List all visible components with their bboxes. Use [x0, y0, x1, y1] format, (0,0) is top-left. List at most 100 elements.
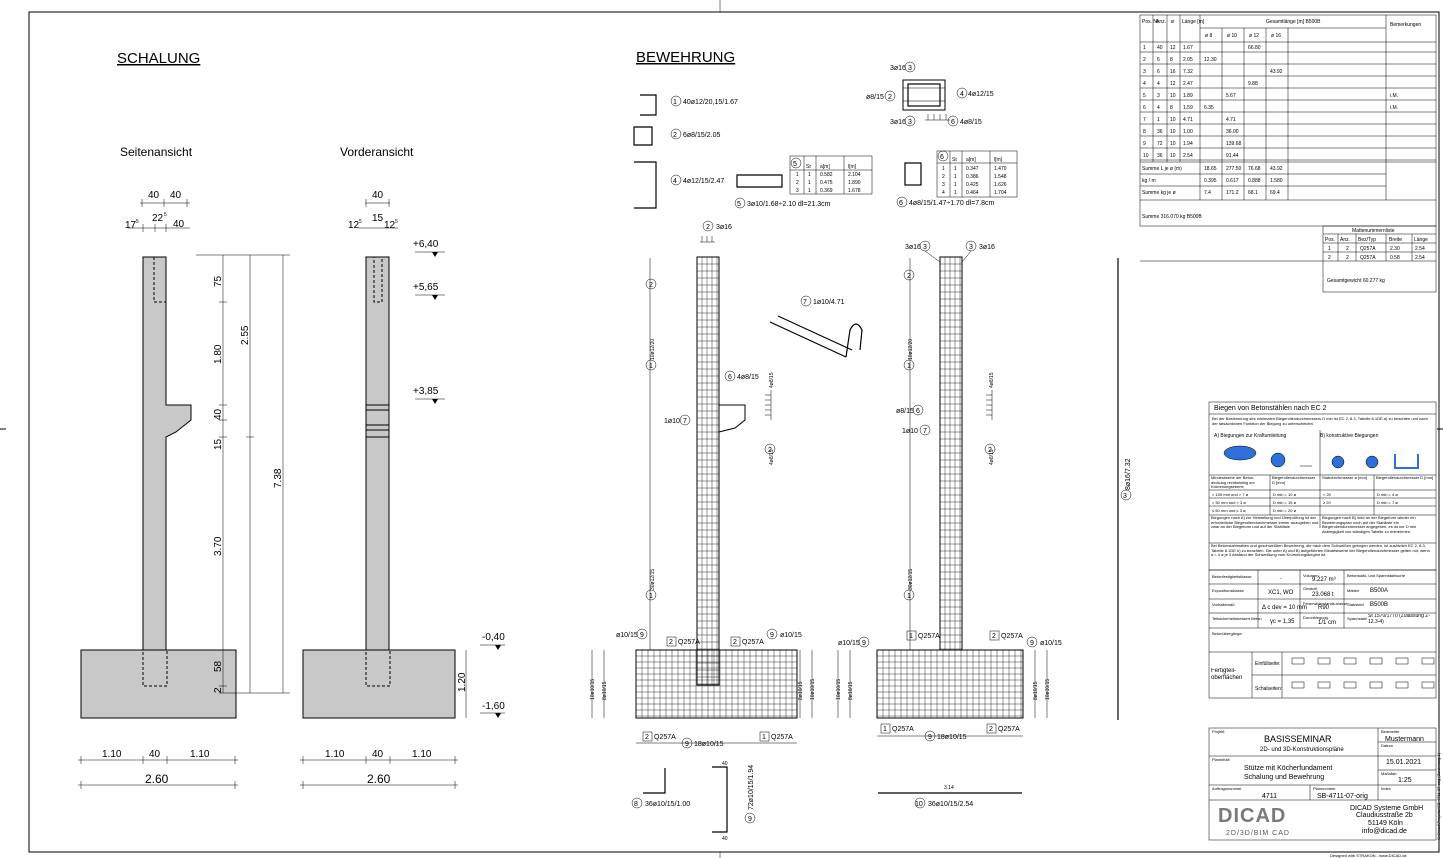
steel-list-table: Pos. Nr. Anz. ø Länge [m] Gesamtlänge [m…	[1139, 14, 1437, 227]
svg-text:4: 4	[960, 91, 964, 98]
svg-text:10: 10	[915, 801, 923, 808]
svg-text:1.678: 1.678	[848, 188, 861, 194]
svg-text:6: 6	[951, 119, 955, 126]
svg-text:68.1: 68.1	[1248, 190, 1258, 196]
svg-text:Q257A: Q257A	[742, 639, 764, 646]
svg-text:1: 1	[808, 172, 811, 178]
svg-text:22: 22	[152, 213, 164, 224]
table-cell: 2	[1143, 57, 1146, 63]
svg-text:0.347: 0.347	[966, 166, 979, 172]
svg-text:ø 10: ø 10	[1227, 33, 1237, 39]
table-cell: 91.44	[1226, 153, 1239, 159]
svg-text:7: 7	[923, 428, 927, 435]
svg-text:4711: 4711	[1262, 793, 1277, 800]
svg-text:2: 2	[733, 639, 737, 646]
svg-text:St: St	[952, 157, 957, 163]
svg-text:1: 1	[762, 734, 766, 741]
table-cell: i.M.	[1390, 93, 1398, 99]
svg-text:3ø10/1.68÷2.10 dl=21.3cm: 3ø10/1.68÷2.10 dl=21.3cm	[747, 201, 831, 208]
svg-text:40ø12/20,15/1.67: 40ø12/20,15/1.67	[683, 99, 738, 106]
table-cell: i.M.	[1390, 105, 1398, 111]
table-cell: 3	[1143, 69, 1146, 75]
bar-shape-6: 6 4ø8/15/1.47÷1.70 dl=7.8cm	[896, 162, 995, 208]
table-cell: 8	[1170, 57, 1173, 63]
mats-list-table: Mattenummernliste Pos. Anz. Bez/Typ Brei…	[1140, 225, 1437, 293]
svg-text:0.425: 0.425	[966, 182, 979, 188]
table-cell: 66.80	[1248, 45, 1261, 51]
svg-text:8ø16/7.32: 8ø16/7.32	[1125, 458, 1132, 490]
svg-text:15.01.2021: 15.01.2021	[1386, 759, 1421, 766]
svg-text:> 100 mm und > 7 ø: > 100 mm und > 7 ø	[1212, 492, 1249, 497]
svg-text:1.20: 1.20	[457, 672, 468, 692]
side-view-drawing	[80, 256, 237, 719]
svg-text:1.10: 1.10	[102, 749, 122, 760]
bar-shape-7: 7 1ø10/4.71	[769, 295, 863, 358]
svg-text:Δ c dev = 10 mm: Δ c dev = 10 mm	[1262, 605, 1307, 611]
surface-icon	[1317, 657, 1331, 665]
table-cell: 9.88	[1248, 81, 1258, 87]
svg-text:Durchbiegung: Durchbiegung	[1303, 615, 1328, 620]
svg-text:18ø10/15: 18ø10/15	[937, 734, 967, 741]
svg-text:Biegen von Betonstählen nach E: Biegen von Betonstählen nach EC 2	[1214, 405, 1327, 412]
svg-text:2: 2	[649, 282, 653, 289]
svg-text:Index: Index	[1381, 786, 1391, 791]
svg-text:XC1, WO: XC1, WO	[1268, 590, 1294, 596]
svg-text:Pos.: Pos.	[1325, 237, 1335, 243]
reinforcement-elevation-right: 3 3ø16 3 3ø16 2 1 10ø12/20 1 30ø12/15 6 …	[836, 240, 1062, 742]
table-cell: 4	[1157, 81, 1160, 87]
svg-text:6: 6	[940, 154, 944, 161]
bar-shape-4: 4 4ø12/15/2.47	[634, 161, 724, 209]
svg-text:75: 75	[213, 275, 224, 287]
svg-text:40: 40	[173, 219, 185, 230]
svg-text:1ø10: 1ø10	[664, 418, 680, 425]
svg-text:BASISSEMINAR: BASISSEMINAR	[1264, 734, 1332, 744]
svg-text:Schalung und Bewehrung: Schalung und Bewehrung	[1244, 774, 1324, 781]
svg-text:+5,65: +5,65	[413, 282, 439, 293]
svg-text:2: 2	[992, 633, 996, 640]
svg-text:Datum: Datum	[1381, 743, 1393, 748]
svg-text:1: 1	[954, 174, 957, 180]
svg-text:8: 8	[634, 801, 638, 808]
svg-text:5: 5	[737, 201, 741, 208]
svg-text:3ø16: 3ø16	[979, 244, 995, 251]
svg-text:Einfüllseite:: Einfüllseite:	[1255, 661, 1281, 667]
svg-text:Spannstahl: Spannstahl	[1347, 616, 1367, 621]
svg-text:18.65: 18.65	[1204, 166, 1217, 172]
svg-text:0.395: 0.395	[1204, 178, 1217, 184]
svg-text:2: 2	[1346, 246, 1349, 252]
side-margin-text: C:\Dicad\Projekte\SB-4711-07-orig (Zeich…	[1436, 752, 1441, 840]
svg-text:7.4: 7.4	[1204, 190, 1211, 196]
svg-text:SB-4711-07-orig: SB-4711-07-orig	[1317, 793, 1368, 800]
svg-text:Bez/Typ: Bez/Typ	[1358, 237, 1376, 243]
svg-text:15: 15	[372, 213, 384, 224]
svg-text:8ø10/15: 8ø10/15	[848, 681, 854, 700]
svg-text:30ø12/15: 30ø12/15	[650, 569, 656, 590]
svg-text:ø 8: ø 8	[1205, 33, 1212, 39]
svg-text:4ø8/15: 4ø8/15	[769, 372, 775, 388]
svg-text:2: 2	[1328, 255, 1331, 261]
svg-text:3ø16: 3ø16	[890, 65, 906, 72]
table-cell: 1.94	[1183, 141, 1193, 147]
svg-text:171.2: 171.2	[1226, 190, 1239, 196]
table-cell: 36.00	[1226, 129, 1239, 135]
front-top-dimension: 40 12 5 15 12 5	[348, 190, 398, 231]
svg-text:1: 1	[808, 188, 811, 194]
svg-text:9: 9	[640, 632, 644, 639]
svg-text:8ø10/15: 8ø10/15	[602, 681, 608, 700]
svg-text:1: 1	[954, 190, 957, 196]
svg-text:γc = 1,35: γc = 1,35	[1270, 619, 1295, 625]
svg-text:1.704: 1.704	[994, 190, 1007, 196]
svg-text:R90: R90	[1318, 605, 1330, 611]
svg-text:72ø10/15/1.94: 72ø10/15/1.94	[748, 765, 755, 810]
svg-text:1: 1	[909, 633, 913, 640]
svg-text:0.888: 0.888	[1248, 178, 1261, 184]
level-markers: +6,40 +5,65 +3,85 -0,40 1.20 -1,60	[413, 239, 505, 718]
svg-text:58: 58	[213, 660, 224, 672]
svg-text:Planinhalt: Planinhalt	[1212, 757, 1230, 762]
svg-text:2: 2	[988, 447, 992, 454]
table-cell: 139.68	[1226, 141, 1242, 147]
svg-text:a[m]: a[m]	[820, 164, 830, 170]
svg-text:23.068 t: 23.068 t	[1312, 592, 1334, 598]
table-cell: 10	[1170, 117, 1176, 123]
